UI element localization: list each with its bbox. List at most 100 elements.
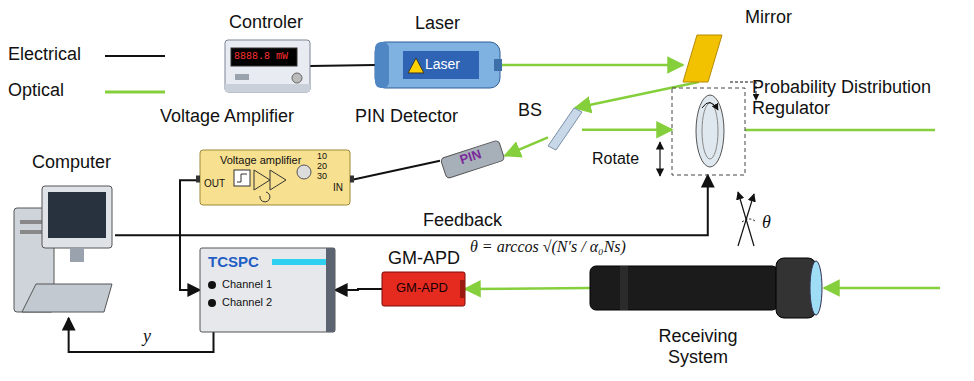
tcspc: TCSPC Channel 1 Channel 2 bbox=[200, 248, 335, 332]
device-label: Mirror bbox=[745, 7, 792, 28]
annotation: Rotate bbox=[592, 150, 639, 168]
shape-part bbox=[292, 73, 302, 83]
laser: LaserLaser bbox=[375, 42, 500, 88]
shape-part bbox=[375, 42, 500, 88]
shape-part bbox=[234, 170, 250, 186]
receiving-system-illustration bbox=[590, 258, 822, 318]
pin-detector: PIN DetectorPIN bbox=[440, 142, 505, 176]
optical-path bbox=[500, 64, 683, 67]
device-label: Laser bbox=[415, 13, 460, 34]
shape-part bbox=[196, 176, 200, 183]
shape-part bbox=[494, 59, 502, 71]
shape-part bbox=[683, 35, 722, 82]
shape-part bbox=[590, 266, 778, 310]
incoming-beam bbox=[824, 287, 940, 290]
beam-splitter-illustration bbox=[548, 108, 582, 150]
shape-part bbox=[297, 165, 311, 179]
gm-apd: GM-APDGM-APD bbox=[382, 272, 465, 306]
mirror: Mirror bbox=[683, 35, 722, 82]
controller-illustration bbox=[225, 40, 310, 92]
device-text: Channel 1 bbox=[222, 278, 272, 291]
device-text: OUT bbox=[204, 178, 225, 190]
shape-part bbox=[231, 48, 297, 66]
optical-path bbox=[505, 137, 548, 155]
device-label: Probability Distribution Regulator bbox=[752, 77, 964, 118]
device-text: Voltage amplifier bbox=[220, 154, 301, 167]
voltage-amplifier: Voltage AmplifierVoltage amplifierOUTIN1… bbox=[200, 150, 350, 205]
rotate-arrow bbox=[659, 142, 660, 176]
optical-path bbox=[465, 288, 590, 289]
shape-part bbox=[696, 95, 724, 167]
receiving-system: Receiving System bbox=[590, 258, 822, 318]
electrical-wire bbox=[335, 289, 382, 290]
edge-label: y bbox=[140, 326, 154, 347]
legend-text: Optical bbox=[8, 80, 64, 101]
shape-part bbox=[254, 170, 286, 190]
device-text: IN bbox=[333, 182, 343, 194]
shape-part bbox=[403, 51, 479, 79]
formula: θ = arccos √(N′s / α₀Ns) bbox=[470, 238, 626, 256]
mirror-illustration bbox=[683, 35, 722, 82]
shape-part bbox=[208, 299, 216, 307]
shape-part bbox=[810, 261, 822, 315]
device-text: GM-APD bbox=[396, 281, 448, 296]
shape-part bbox=[382, 272, 465, 306]
edge-label: Feedback bbox=[420, 210, 505, 231]
shape-part bbox=[42, 186, 112, 248]
shape-part bbox=[237, 174, 247, 182]
device-label: Receiving System bbox=[638, 326, 758, 367]
shape-part bbox=[260, 192, 270, 202]
device-label: Controler bbox=[229, 12, 303, 33]
shape-part bbox=[70, 248, 84, 262]
shape-part bbox=[235, 74, 249, 80]
probability-distribution-regulator: Probability Distribution Regulator bbox=[672, 88, 745, 175]
annotation: θ bbox=[762, 212, 771, 233]
shape-part bbox=[375, 42, 389, 88]
computer-illustration bbox=[12, 180, 115, 318]
shape-part bbox=[440, 140, 505, 179]
device-text: Channel 2 bbox=[222, 296, 272, 309]
shape-part bbox=[225, 40, 310, 92]
shape-part bbox=[672, 88, 745, 175]
shape-part bbox=[460, 280, 465, 298]
device-text: Laser bbox=[425, 56, 460, 72]
electrical-wire bbox=[69, 318, 214, 352]
shape-part bbox=[200, 150, 350, 205]
device-text: TCSPC bbox=[208, 253, 259, 270]
controller: Controler8888.8 mW bbox=[225, 40, 310, 92]
shape-part bbox=[326, 248, 335, 332]
device-label: Voltage Amplifier bbox=[160, 106, 294, 127]
device-text: 8888.8 mW bbox=[234, 51, 288, 63]
optical-path bbox=[582, 129, 672, 132]
legend-line-sample bbox=[105, 55, 165, 57]
shape-part bbox=[702, 103, 718, 159]
shape-part bbox=[272, 259, 326, 265]
legend-text: Electrical bbox=[8, 44, 81, 65]
shape-part bbox=[225, 84, 310, 92]
shape-part bbox=[208, 281, 216, 289]
shape-part bbox=[48, 192, 106, 238]
shape-part bbox=[200, 248, 335, 332]
beam-splitter: BS bbox=[548, 108, 582, 150]
shape-part bbox=[350, 176, 354, 183]
beam bbox=[745, 129, 935, 132]
device-label: PIN Detector bbox=[355, 106, 458, 127]
electrical-wire bbox=[350, 161, 440, 181]
device-text: 10 bbox=[317, 151, 327, 161]
shape-part bbox=[408, 58, 424, 73]
shape-part bbox=[620, 266, 628, 310]
optical-path bbox=[575, 82, 698, 108]
shape-part bbox=[702, 102, 718, 110]
device-label: GM-APD bbox=[388, 248, 460, 269]
polarization-line bbox=[738, 192, 754, 246]
computer: Computer bbox=[12, 180, 115, 318]
probability-distribution-regulator-illustration bbox=[672, 88, 745, 175]
electrical-wire bbox=[310, 65, 375, 66]
angle-arc bbox=[742, 219, 756, 222]
shape-part bbox=[22, 284, 112, 312]
device-label: BS bbox=[518, 100, 542, 121]
device-text: 20 bbox=[317, 161, 327, 171]
shape-part bbox=[548, 108, 582, 150]
device-text: 30 bbox=[317, 171, 327, 181]
